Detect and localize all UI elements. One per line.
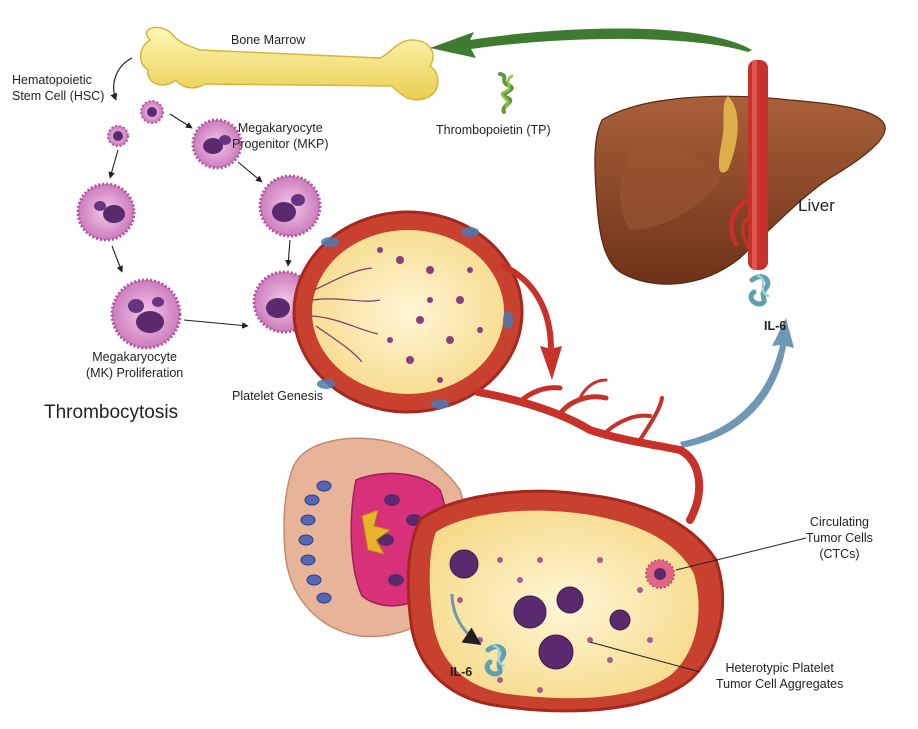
il6-arrow	[680, 318, 794, 448]
mk-proliferation-label: Megakaryocyte (MK) Proliferation	[86, 349, 183, 381]
ctcs-label-line-3: (CTCs)	[819, 547, 860, 561]
aggregates-label-line-2: Tumor Cell Aggregates	[716, 677, 844, 691]
ctcs-label-line-1: Circulating	[809, 515, 869, 529]
il6-tumor-molecule-icon	[484, 644, 507, 677]
tumor-blood-vessel	[406, 489, 725, 713]
thrombopoietin-label: Thrombopoietin (TP)	[436, 123, 551, 137]
aggregates-label: Heterotypic Platelet Tumor Cell Aggregat…	[716, 660, 843, 692]
thrombopoietin-molecule-icon	[498, 72, 514, 114]
il6-liver-label: IL-6	[764, 319, 787, 333]
hsc-arrow	[110, 57, 133, 101]
capillary-branches	[474, 378, 704, 524]
ctc-leader-line	[675, 537, 807, 571]
mkp-label-line-2: Progenitor (MKP)	[232, 137, 329, 151]
ctcs-label: Circulating Tumor Cells (CTCs)	[806, 514, 873, 562]
mk-proliferation-label-line-1: Megakaryocyte	[92, 350, 177, 364]
hsc-label-line-1: Hematopoietic	[12, 73, 92, 87]
il6-liver-molecule-icon	[748, 274, 771, 307]
mkp-label: Megakaryocyte Progenitor (MKP)	[232, 120, 329, 152]
liver-illustration	[594, 60, 886, 285]
aggregate-leader-line	[589, 641, 701, 673]
mkp-label-line-1: Megakaryocyte	[237, 121, 323, 135]
ctc-cell	[645, 559, 675, 589]
thrombocytosis-title: Thrombocytosis	[44, 402, 179, 423]
il6-tumor-arrow	[450, 593, 482, 646]
liver-label: Liver	[798, 196, 835, 215]
aggregates-label-line-1: Heterotypic Platelet	[725, 661, 834, 675]
bone-marrow-illustration	[139, 26, 439, 101]
mk-proliferation-label-line-2: (MK) Proliferation	[86, 366, 184, 380]
il6-tumor-label: IL-6	[450, 665, 473, 679]
thrombopoietin-arrow	[430, 28, 752, 58]
bone-marrow-label: Bone Marrow	[231, 33, 306, 47]
hsc-label-line-2: Stem Cell (HSC)	[12, 89, 105, 103]
platelet-genesis-label: Platelet Genesis	[232, 389, 324, 403]
hsc-cells	[107, 100, 164, 147]
platelet-genesis-vessel	[292, 210, 524, 414]
megakaryocyte-progenitor-cells	[76, 118, 243, 242]
hsc-label: Hematopoietic Stem Cell (HSC)	[12, 72, 104, 104]
ctcs-label-line-2: Tumor Cells	[806, 531, 873, 545]
platelet-flow-arrow	[500, 262, 562, 380]
